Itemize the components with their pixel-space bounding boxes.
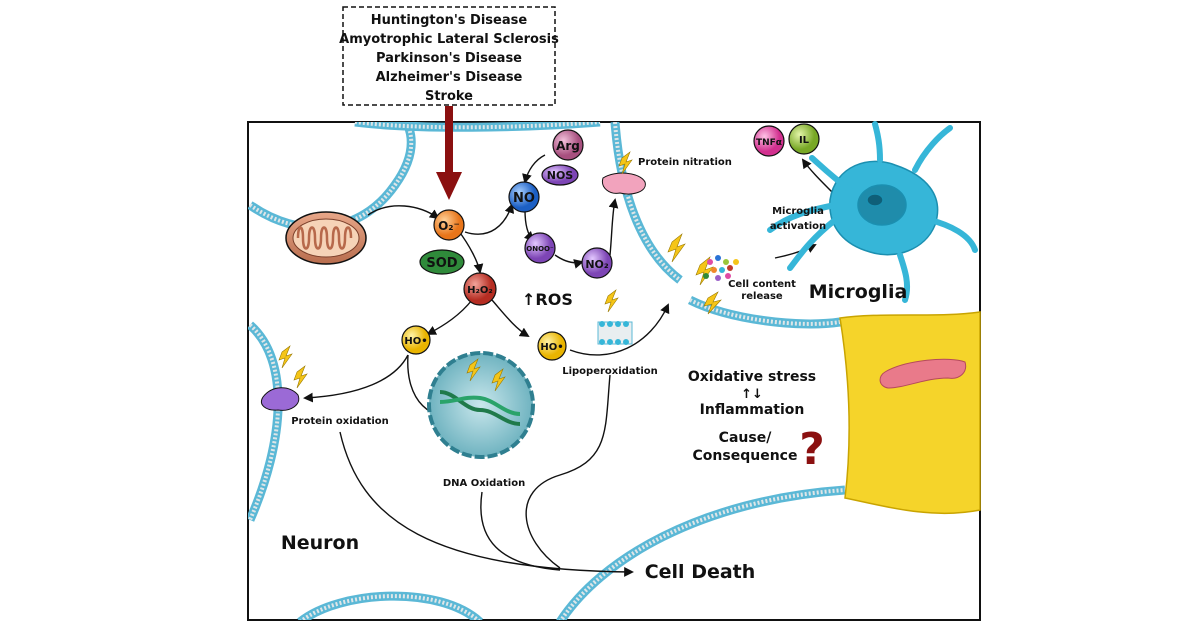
dna-oxidation-label: DNA Oxidation [443, 478, 525, 489]
disease-item: Alzheimer's Disease [376, 70, 523, 85]
lipoperoxidation-label: Lipoperoxidation [562, 366, 658, 377]
il-molecule: IL [788, 123, 820, 155]
svg-text:ONOO⁻: ONOO⁻ [526, 245, 554, 253]
disease-item: Huntington's Disease [371, 13, 528, 28]
bidirectional-arrows: ↑↓ [741, 387, 763, 402]
svg-text:HO•: HO• [404, 336, 427, 347]
cause-label: Cause/ [719, 430, 773, 446]
svg-text:SOD: SOD [426, 256, 457, 271]
question-mark: ? [799, 424, 825, 475]
svg-text:HO•: HO• [540, 342, 563, 353]
disease-arrow [436, 106, 462, 200]
svg-text:NOS: NOS [547, 169, 574, 182]
microglia-cell-icon [767, 121, 978, 303]
cell-content-release-label: Cell content [728, 279, 796, 290]
microglia-activation-label: Microglia [772, 206, 824, 217]
nitrated-protein-icon [601, 151, 646, 195]
protein-oxidation-label: Protein oxidation [291, 416, 389, 427]
svg-text:TNFα: TNFα [756, 138, 782, 148]
svg-text:H₂O₂: H₂O₂ [467, 285, 493, 296]
peroxynitrite-molecule: ONOO⁻ [524, 232, 556, 264]
consequence-label: Consequence [693, 448, 798, 464]
cell-content-particles [703, 255, 739, 281]
arginine-molecule: Arg [552, 129, 584, 161]
svg-text:Arg: Arg [556, 139, 580, 153]
svg-text:IL: IL [799, 135, 810, 146]
neuron-title: Neuron [281, 532, 359, 554]
microglia-title: Microglia [809, 281, 908, 303]
blood-vessel [839, 311, 981, 515]
inflammation-label: Inflammation [700, 402, 805, 418]
svg-text:NO: NO [513, 191, 535, 206]
nucleus-dna-icon [427, 351, 535, 459]
svg-text:O₂⁻: O₂⁻ [438, 219, 460, 233]
svg-text:NO₂: NO₂ [585, 258, 609, 271]
mitochondrion-icon [285, 211, 367, 265]
lipid-bilayer-icon [597, 289, 633, 345]
tnf-molecule: TNFα [753, 125, 785, 157]
h2o2-molecule: H₂O₂ [463, 272, 497, 306]
hydroxyl-right-molecule: HO• [537, 331, 567, 361]
nos-enzyme: NOS [541, 164, 579, 186]
hydroxyl-left-molecule: HO• [401, 325, 431, 355]
cell-content-release-label: release [741, 291, 783, 302]
disease-item: Stroke [425, 89, 473, 104]
protein-nitration-label: Protein nitration [638, 157, 732, 168]
disease-item: Parkinson's Disease [376, 51, 522, 66]
no-molecule: NO [508, 181, 540, 213]
no2-molecule: NO₂ [581, 247, 613, 279]
disease-list-box [342, 6, 556, 106]
sod-enzyme: SOD [419, 249, 465, 275]
oxidized-protein-icon [261, 345, 308, 411]
ros-label: ↑ROS [522, 290, 573, 309]
cell-death-label: Cell Death [645, 561, 756, 583]
oxidative-stress-label: Oxidative stress [688, 369, 816, 385]
microglia-activation-label: activation [770, 221, 826, 232]
pathway-arrows [303, 154, 833, 577]
disease-item: Amyotrophic Lateral Sclerosis [339, 32, 559, 47]
superoxide-molecule: O₂⁻ [433, 209, 465, 241]
